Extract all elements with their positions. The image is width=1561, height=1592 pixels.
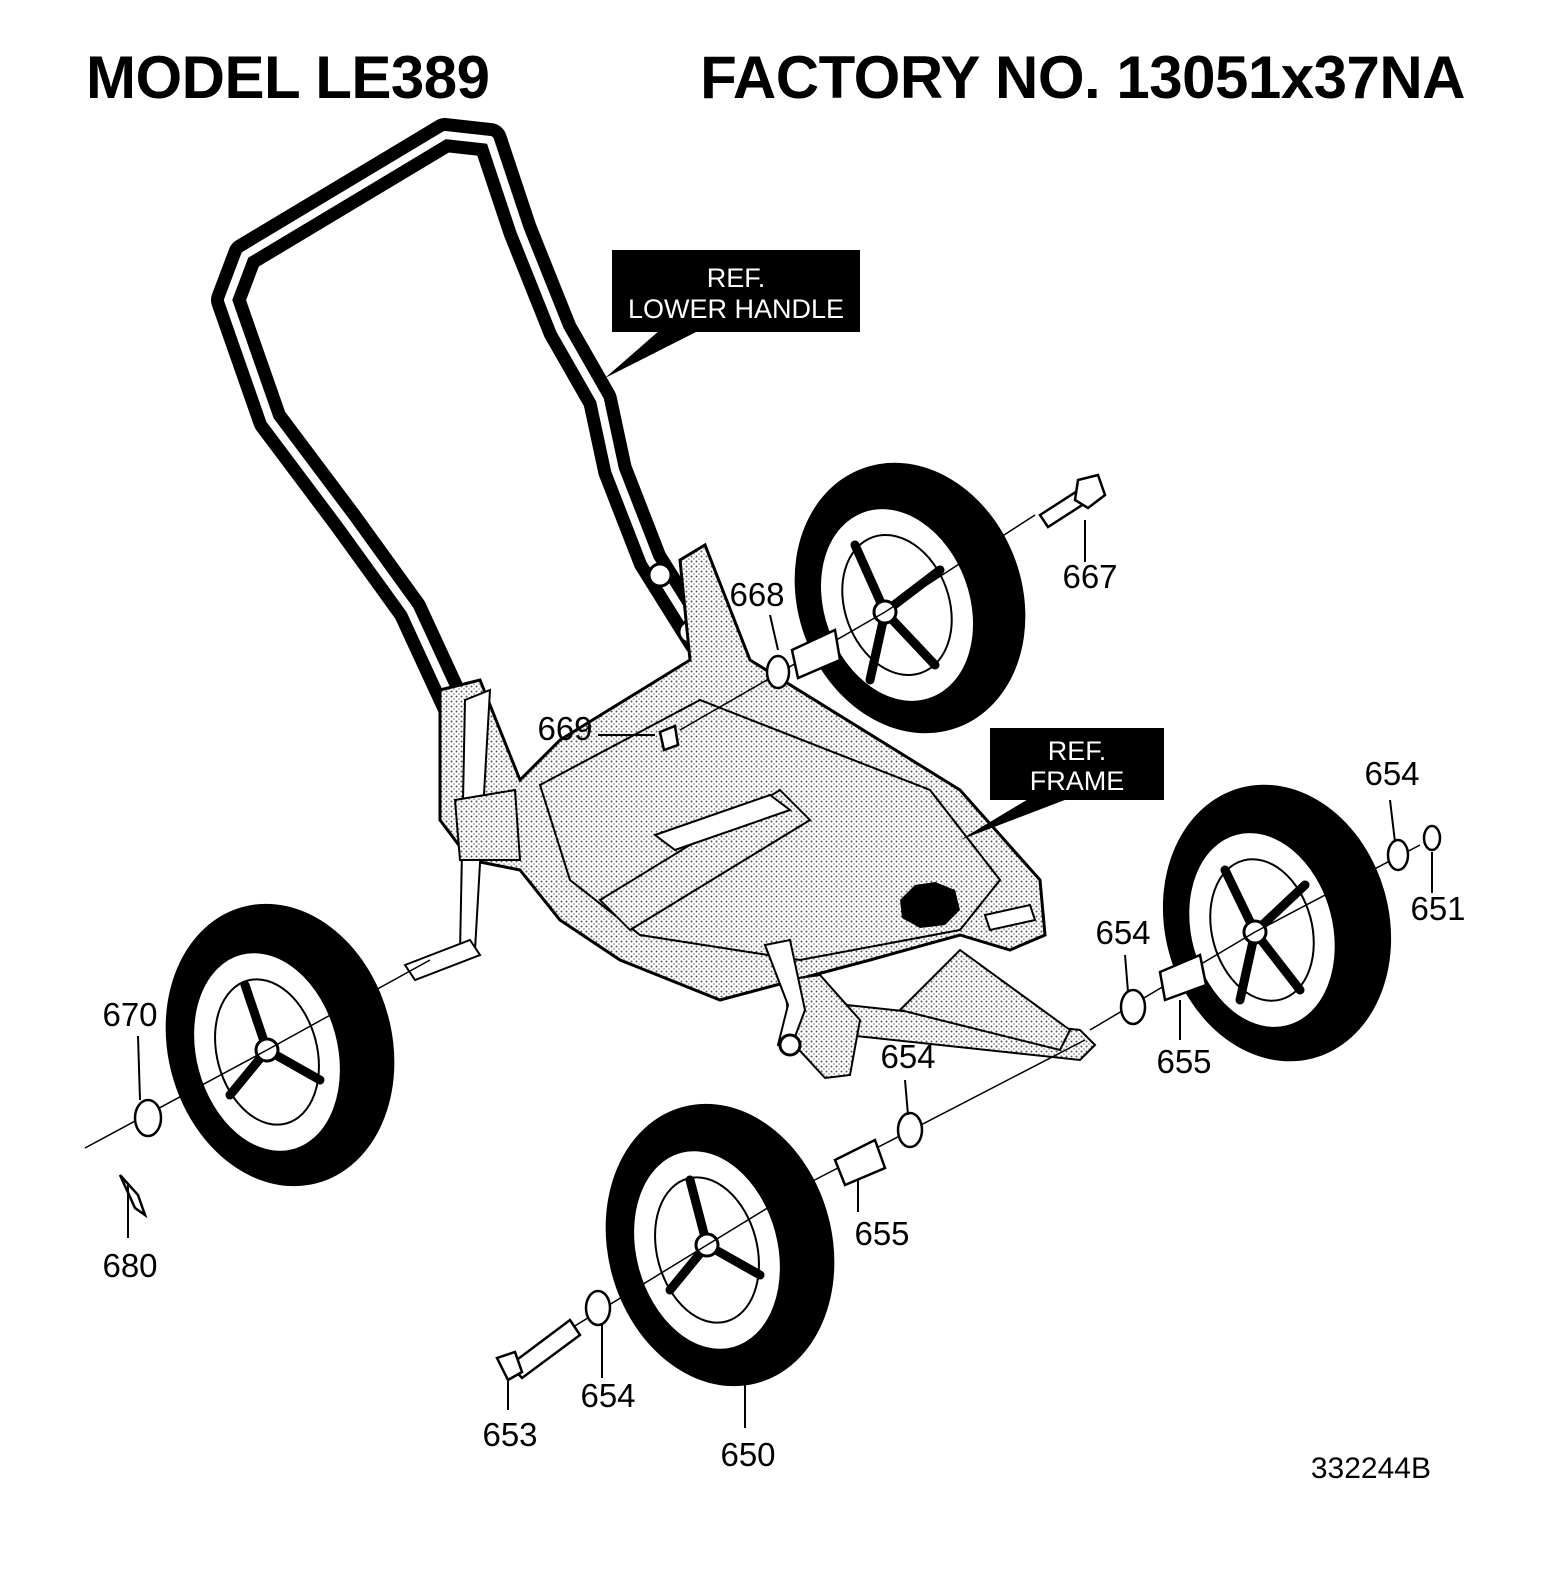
factory-number-title: FACTORY NO. 13051x37NA — [700, 44, 1465, 111]
callout-655-center: 655 — [854, 1215, 909, 1252]
ref-frame-box: REF. FRAME — [960, 728, 1164, 840]
frame-deck — [403, 542, 1097, 1080]
part-callouts: 667 668 669 654 651 654 655 670 654 655 … — [102, 558, 1465, 1473]
ref-frame-line2: FRAME — [1030, 766, 1125, 796]
wheel-rear-left — [165, 903, 395, 1187]
callout-667: 667 — [1062, 558, 1117, 595]
callout-669: 669 — [537, 710, 592, 747]
ref-lower-handle-box: REF. LOWER HANDLE — [605, 250, 860, 378]
model-title: MODEL LE389 — [86, 44, 490, 111]
ref-lower-handle-line2: LOWER HANDLE — [628, 294, 844, 324]
callout-655-right: 655 — [1156, 1043, 1211, 1080]
callout-654-bottom: 654 — [580, 1377, 635, 1414]
hardware — [118, 473, 1442, 1382]
wheel-front-left — [605, 1103, 835, 1387]
leader-lines — [127, 520, 1433, 1428]
ref-frame-line1: REF. — [1048, 736, 1107, 766]
drawing-number: 332244B — [1310, 1452, 1431, 1485]
callout-650: 650 — [720, 1436, 775, 1473]
lower-handle — [211, 118, 717, 757]
callout-651: 651 — [1410, 890, 1465, 927]
wheel-front-right — [1162, 784, 1392, 1062]
callout-654-center: 654 — [880, 1038, 935, 1075]
callout-670: 670 — [102, 996, 157, 1033]
callout-680: 680 — [102, 1247, 157, 1284]
callout-668: 668 — [729, 576, 784, 613]
callout-653: 653 — [482, 1416, 537, 1453]
ref-lower-handle-line1: REF. — [707, 263, 766, 293]
callout-654-mid-right: 654 — [1095, 914, 1150, 951]
callout-654-top-right: 654 — [1364, 755, 1419, 792]
